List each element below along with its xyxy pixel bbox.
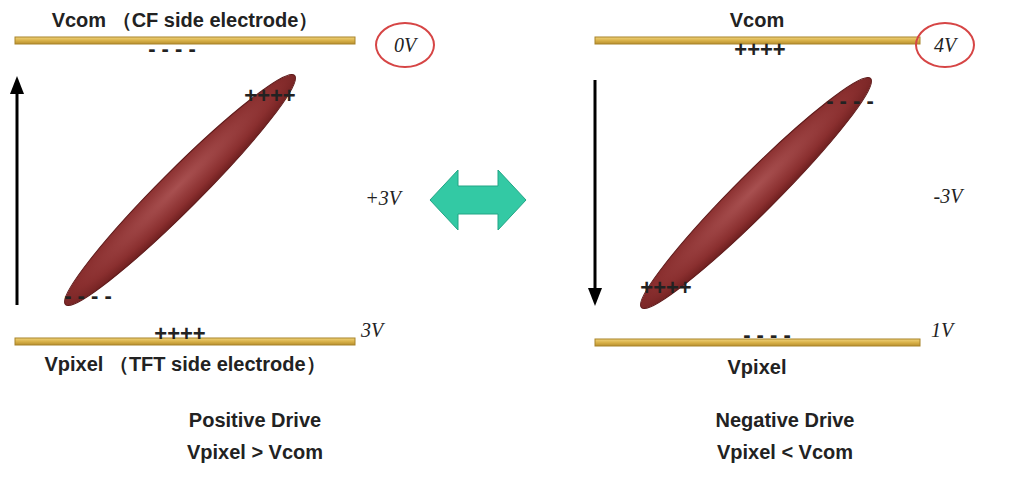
- text-label: 1V: [931, 319, 953, 341]
- voltage-value: 4V: [934, 34, 956, 57]
- charge-sign: ++++: [244, 84, 295, 108]
- text-label: Vcom （CF side electrode）: [52, 9, 319, 31]
- voltage-circle: 0V: [375, 22, 435, 68]
- field-arrow: [594, 80, 597, 290]
- text-label: +3V: [365, 187, 401, 209]
- charge-sign: - - - -: [743, 323, 791, 347]
- voltage-circle: 4V: [915, 22, 975, 68]
- charge-sign: ++++: [734, 38, 785, 62]
- field-arrow: [16, 92, 19, 305]
- text-label: Positive Drive: [189, 409, 321, 431]
- lc-molecule: [51, 61, 308, 318]
- text-label: Vcom: [730, 9, 784, 31]
- charge-sign: - - - -: [826, 89, 874, 113]
- text-label: Vpixel: [728, 356, 787, 378]
- text-label: 3V: [361, 319, 383, 341]
- text-label: Vpixel （TFT side electrode）: [44, 353, 325, 375]
- arrow-head: [588, 288, 602, 306]
- text-label: Vpixel < Vcom: [717, 441, 853, 463]
- swap-arrow: [430, 170, 526, 230]
- text-label: -3V: [934, 185, 963, 207]
- text-label: Vpixel > Vcom: [187, 441, 323, 463]
- text-label: Negative Drive: [716, 409, 855, 431]
- voltage-value: 0V: [394, 34, 416, 57]
- charge-sign: ++++: [154, 322, 205, 346]
- charge-sign: ++++: [640, 276, 691, 300]
- charge-sign: - - - -: [148, 37, 196, 61]
- arrow-head: [10, 76, 24, 94]
- charge-sign: - - - -: [64, 284, 112, 308]
- lc-molecule: [627, 64, 884, 321]
